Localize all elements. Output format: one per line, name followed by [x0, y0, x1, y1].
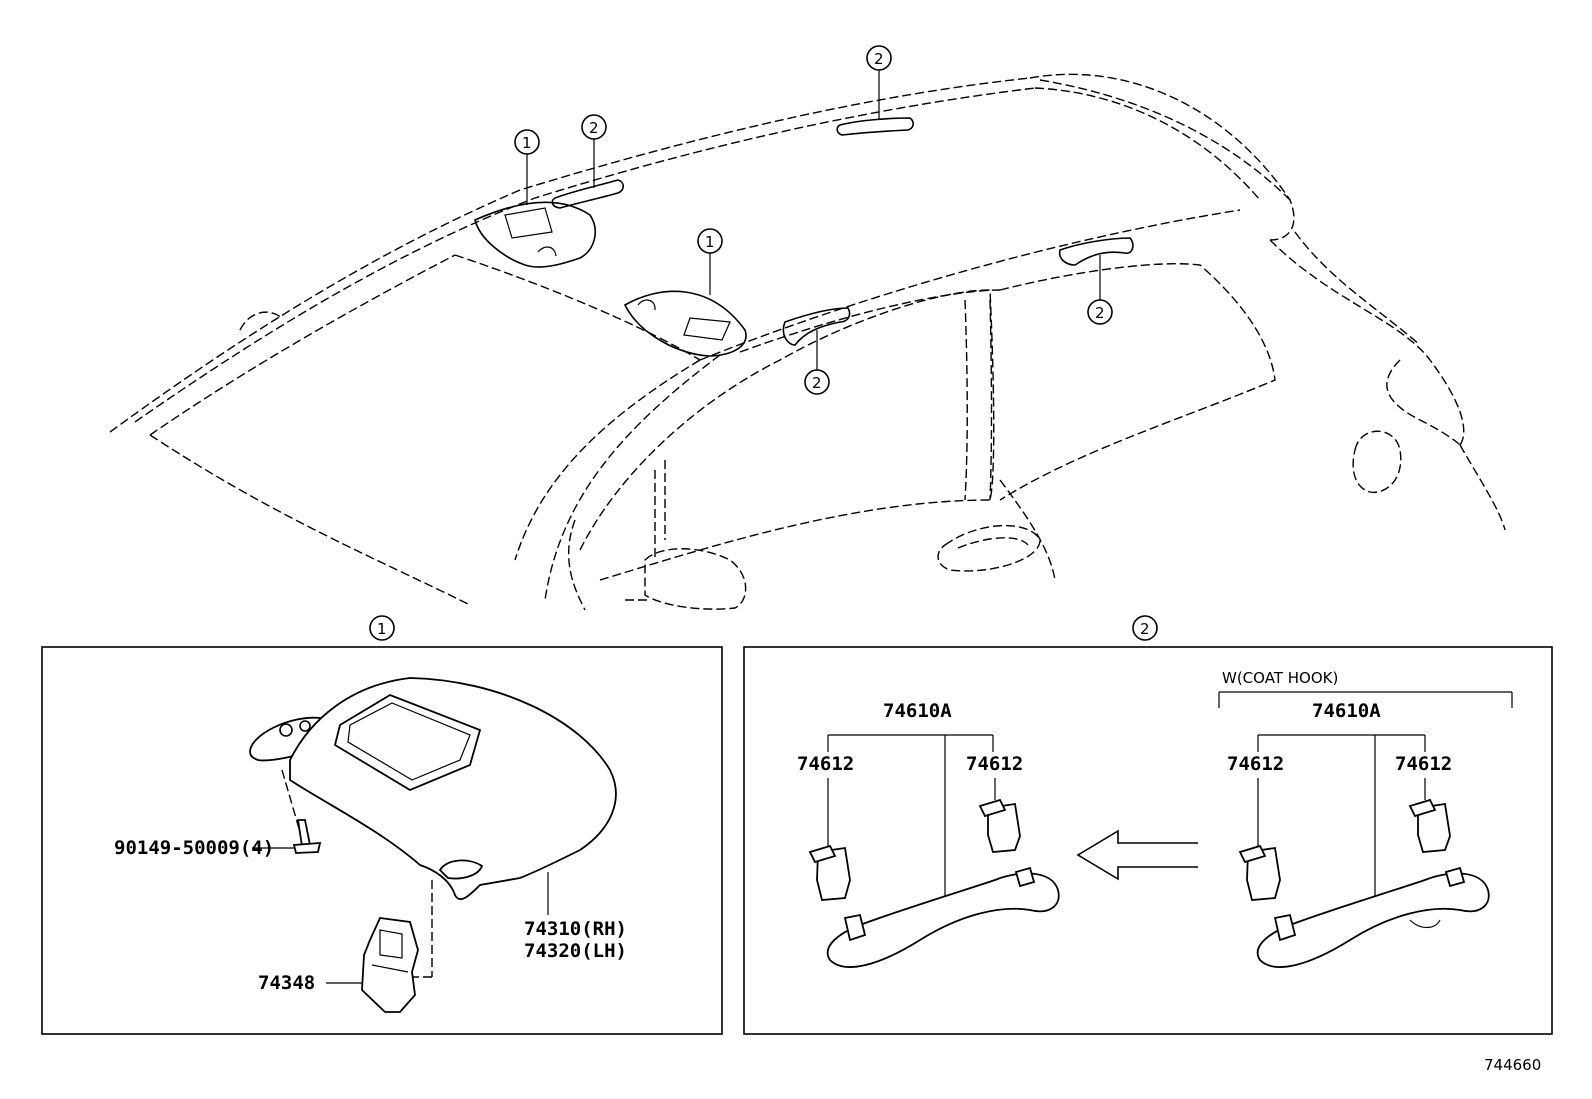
label-cap-left-a: 74612 [797, 753, 854, 775]
callout-visor-lh: 1 [514, 129, 540, 205]
svg-text:2: 2 [1095, 304, 1105, 322]
cap-left-b [987, 802, 1021, 853]
label-cap-right-a: 74612 [1227, 753, 1284, 775]
direction-arrow [1076, 829, 1198, 881]
grip-right-group: W(COAT HOOK) 74610A 74612 74612 [1218, 669, 1513, 968]
panel-visor [41, 646, 723, 1035]
callout-visor-rh: 1 [697, 228, 723, 295]
label-visor-rh: 74310(RH) [524, 918, 627, 940]
car-grip-side-front [782, 307, 851, 346]
grip-left-group: 74610A 74612 74612 [797, 700, 1060, 968]
cap-right-a [1246, 846, 1281, 901]
car-visor-left [474, 201, 596, 268]
callout-grip-side-front: 2 [804, 330, 830, 395]
callout-grip-top: 2 [866, 45, 892, 120]
visor-assembly [249, 677, 617, 900]
visor-holder: 74348 [258, 880, 433, 1013]
label-cap-right-b: 74612 [1395, 753, 1452, 775]
panel-visor-callout: 1 [369, 615, 395, 641]
car-visor-right [623, 290, 747, 357]
callout-grip-front: 2 [581, 114, 607, 188]
svg-text:2: 2 [874, 50, 884, 68]
visor-labels: 74310(RH) 74320(LH) [524, 872, 627, 962]
callout-grip-side-rear: 2 [1087, 255, 1113, 325]
car-overview [109, 73, 1506, 611]
car-grip-top [836, 117, 914, 136]
grip-handle-right [1256, 872, 1490, 968]
label-cap-left-b: 74612 [966, 753, 1023, 775]
panel-grip [743, 646, 1553, 1035]
coat-hook [1409, 919, 1441, 929]
svg-text:1: 1 [377, 620, 387, 638]
cap-left-a [816, 846, 851, 901]
svg-text:2: 2 [1140, 620, 1150, 638]
screw: 90149-50009(4) [114, 769, 322, 859]
diagram-number: 744660 [1484, 1056, 1541, 1074]
panel-grip-callout: 2 [1132, 615, 1158, 641]
label-screw: 90149-50009(4) [114, 837, 274, 859]
svg-text:2: 2 [812, 374, 822, 392]
label-assembly-left: 74610A [883, 700, 952, 722]
svg-text:2: 2 [589, 119, 599, 137]
car-grip-front [551, 179, 625, 209]
grip-handle-left [826, 872, 1060, 968]
label-coat-hook: W(COAT HOOK) [1222, 669, 1338, 687]
label-holder: 74348 [258, 972, 315, 994]
svg-text:1: 1 [705, 233, 715, 251]
svg-text:1: 1 [522, 134, 532, 152]
label-assembly-right: 74610A [1312, 700, 1381, 722]
car-grip-side-rear [1058, 237, 1134, 266]
cap-right-b [1417, 802, 1451, 853]
label-visor-lh: 74320(LH) [524, 940, 627, 962]
